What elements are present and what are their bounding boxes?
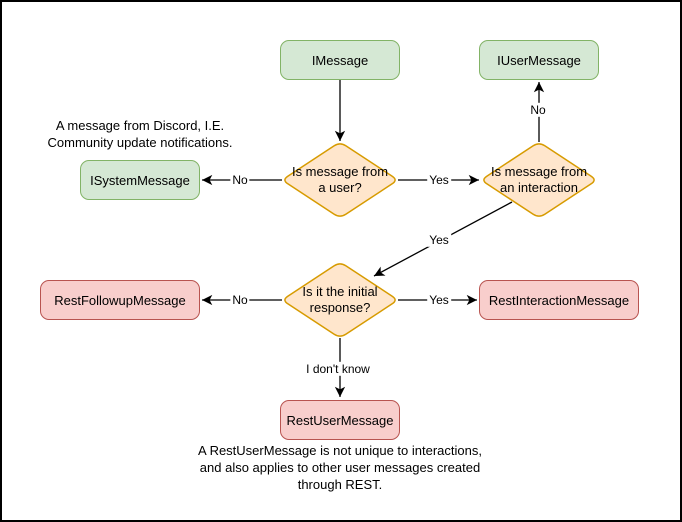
- edge-label-user-no: No: [230, 172, 250, 188]
- node-restfollowupmessage: RestFollowupMessage: [40, 280, 200, 320]
- node-imessage: IMessage: [280, 40, 400, 80]
- edge-label-initial-no: No: [230, 292, 250, 308]
- node-isystemmessage: ISystemMessage: [80, 160, 200, 200]
- annotation-rest-user-message-note: A RestUserMessage is not unique to inter…: [198, 443, 482, 492]
- decision-is-from-interaction-shape: [483, 143, 595, 217]
- edge-label-initial-yes: Yes: [427, 292, 451, 308]
- node-restusermessage: RestUserMessage: [280, 400, 400, 440]
- edge-label-initial-unknown: I don't know: [304, 361, 372, 377]
- edge-label-interaction-no: No: [528, 102, 548, 118]
- annotation-system-message-note: A message from Discord, I.E. Community u…: [47, 118, 233, 150]
- node-restinteractionmessage: RestInteractionMessage: [479, 280, 639, 320]
- edge-label-interaction-yes: Yes: [427, 232, 451, 248]
- edge-label-user-yes: Yes: [427, 172, 451, 188]
- decision-is-from-user-shape: [284, 143, 396, 217]
- node-iusermessage: IUserMessage: [479, 40, 599, 80]
- decision-is-initial-response-shape: [284, 263, 396, 337]
